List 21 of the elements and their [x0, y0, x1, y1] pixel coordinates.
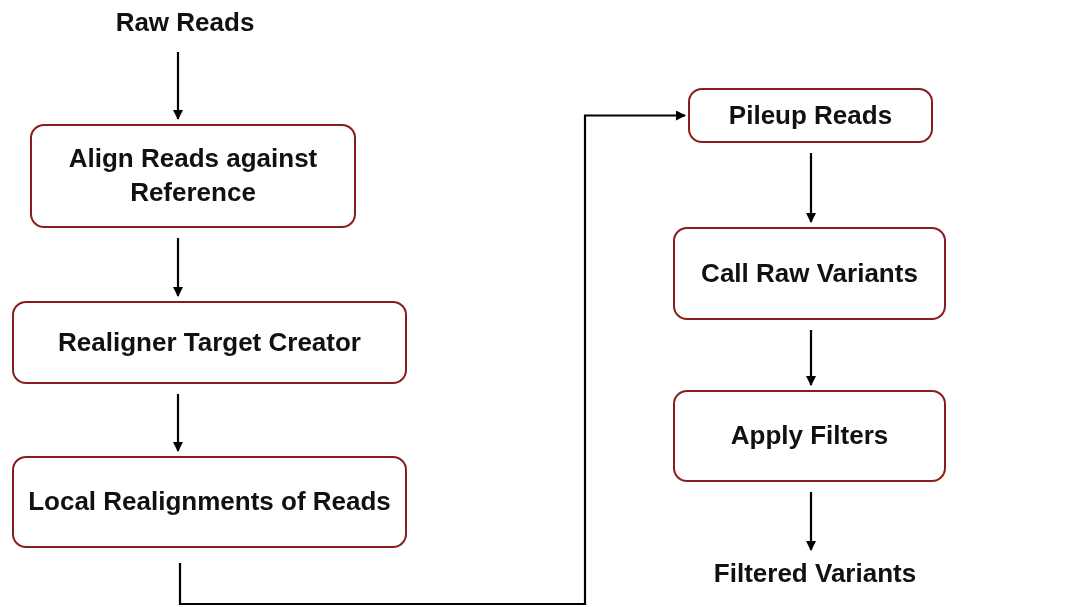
arrow: [173, 394, 183, 452]
step-label: Pileup Reads: [728, 98, 893, 132]
process-box: [688, 88, 933, 143]
step-label: Align Reads against Reference: [67, 142, 319, 209]
step-label: Local Realignments of Reads: [28, 485, 391, 519]
arrow: [173, 238, 183, 297]
step-label: Apply Filters: [730, 419, 889, 453]
flow-label: Raw Reads: [90, 4, 280, 42]
arrow: [806, 330, 816, 386]
process-box: [30, 124, 356, 228]
arrow: [178, 110, 686, 606]
arrow: [806, 153, 816, 223]
arrow: [173, 52, 183, 120]
process-box: [673, 227, 946, 320]
arrow: [806, 492, 816, 551]
step-label: Realigner Target Creator: [58, 325, 361, 359]
process-box: [673, 390, 946, 482]
process-box: [12, 456, 407, 548]
flow-label: Filtered Variants: [680, 555, 950, 593]
step-label: Call Raw Variants: [701, 256, 918, 290]
process-box: [12, 301, 407, 384]
